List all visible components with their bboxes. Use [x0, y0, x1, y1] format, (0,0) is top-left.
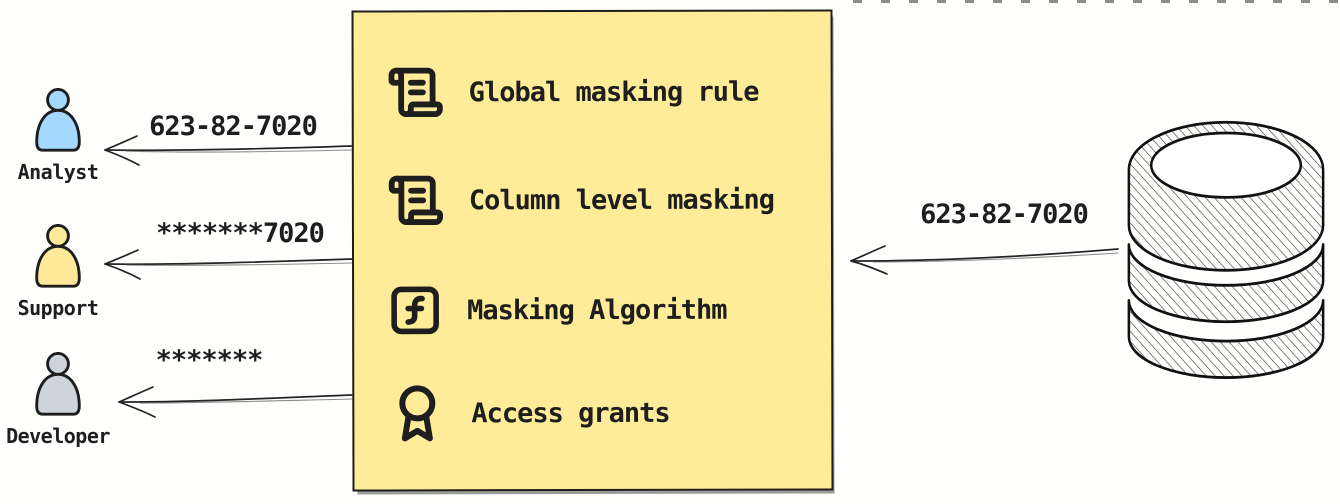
- database-value-label: 623-82-7020: [920, 199, 1089, 230]
- masking-box-item-label: Access grants: [471, 397, 670, 429]
- masking-rules-box: Global masking rule Column level masking…: [351, 9, 834, 492]
- database-cylinder-icon: [1127, 120, 1325, 379]
- user-support-label: Support: [17, 296, 99, 320]
- masking-box-item: Column level masking: [387, 169, 774, 232]
- support-value-label: *******7020: [156, 218, 325, 249]
- user-support: Support: [8, 224, 108, 320]
- masking-box-item: Masking Algorithm: [387, 279, 727, 342]
- user-developer: Developer: [6, 352, 110, 448]
- person-icon: [35, 88, 81, 152]
- person-icon: [35, 352, 81, 416]
- award-icon: [399, 385, 436, 442]
- user-analyst-label: Analyst: [17, 160, 99, 184]
- arrow-to-support: [104, 249, 353, 280]
- masking-box-item: Global masking rule: [387, 61, 759, 124]
- cropped-dashed-line: [853, 0, 1340, 3]
- masking-box-item-label: Column level masking: [468, 184, 775, 216]
- function-square-icon: [391, 286, 439, 335]
- arrow-from-database: [850, 245, 1119, 275]
- scroll-text-icon: [388, 175, 443, 226]
- masking-box-item-label: Masking Algorithm: [467, 294, 727, 326]
- arrow-to-developer: [118, 386, 353, 418]
- user-analyst: Analyst: [8, 88, 108, 184]
- person-icon: [35, 224, 81, 288]
- masking-box-item: Access grants: [387, 382, 670, 445]
- analyst-value-label: 623-82-7020: [149, 111, 318, 142]
- scroll-text-icon: [388, 67, 443, 118]
- developer-value-label: *******: [155, 345, 264, 376]
- user-developer-label: Developer: [6, 424, 110, 448]
- masking-box-item-label: Global masking rule: [468, 76, 759, 108]
